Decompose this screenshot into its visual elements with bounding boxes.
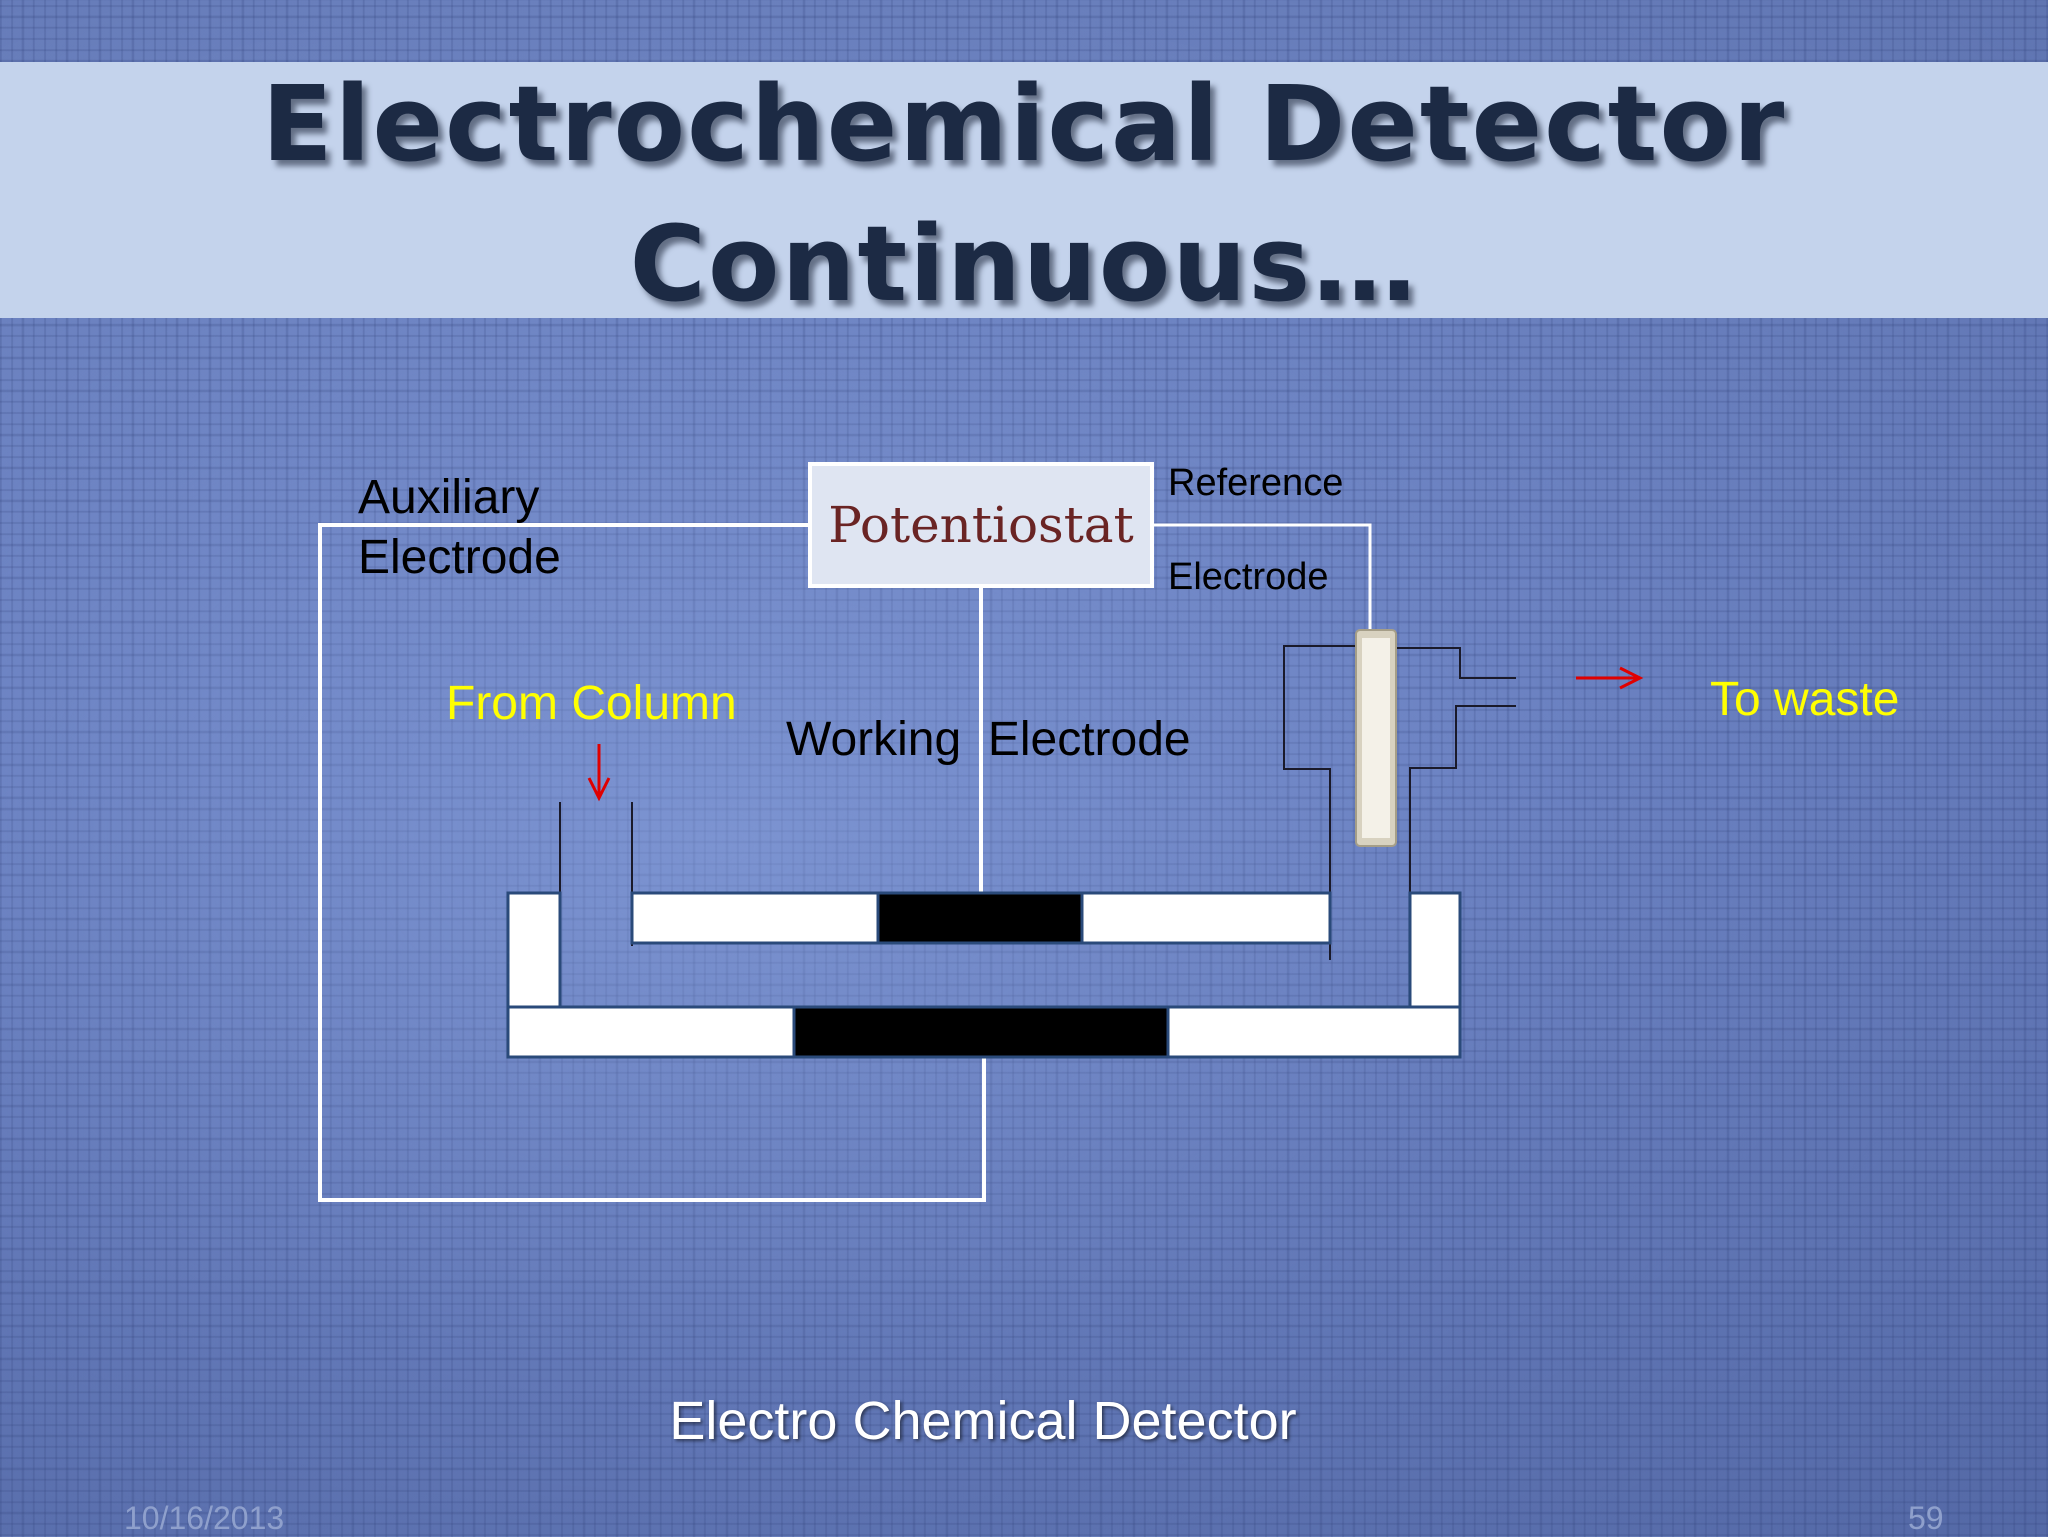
top-plate-right bbox=[1080, 891, 1332, 945]
reference-electrode-label-2: Electrode bbox=[1168, 556, 1329, 598]
outlet-channel-right bbox=[1409, 705, 1516, 1004]
auxiliary-electrode-wire bbox=[318, 523, 986, 1202]
working-electrode-block bbox=[876, 891, 1084, 945]
top-plate-left bbox=[630, 891, 880, 945]
title-band bbox=[0, 62, 2048, 318]
from-column-label: From Column bbox=[446, 677, 737, 730]
outlet-channel-left bbox=[1283, 645, 1360, 960]
slide-date: 10/16/2013 bbox=[124, 1500, 285, 1536]
working-electrode-label: Working Electrode bbox=[786, 713, 1191, 766]
slide-title-line-2: Continuous… bbox=[629, 203, 1419, 325]
reference-electrode-inner bbox=[1362, 638, 1390, 838]
slide-title-line-1: Electrochemical Detector bbox=[261, 63, 1787, 185]
cell-right-wall bbox=[1408, 891, 1462, 1009]
reference-electrode-label-1: Reference bbox=[1168, 462, 1344, 504]
auxiliary-electrode-label-1: Auxiliary bbox=[358, 471, 540, 524]
potentiostat-label: Potentiostat bbox=[828, 496, 1134, 554]
bottom-plate-right bbox=[1166, 1005, 1462, 1059]
bottom-plate-left bbox=[506, 1005, 796, 1059]
cell-left-wall bbox=[506, 891, 562, 1009]
diagram-caption: Electro Chemical Detector bbox=[669, 1391, 1297, 1451]
auxiliary-electrode-label-2: Electrode bbox=[358, 531, 561, 584]
auxiliary-electrode-block bbox=[792, 1005, 1170, 1059]
outlet-arrow-icon bbox=[1576, 666, 1644, 690]
slide-page-number: 59 bbox=[1908, 1500, 1944, 1536]
outlet-channel-top bbox=[1394, 647, 1516, 679]
to-waste-label: To waste bbox=[1710, 673, 1900, 726]
reference-electrode-wire bbox=[1154, 523, 1372, 630]
inlet-arrow-icon bbox=[587, 744, 611, 802]
potentiostat-box: Potentiostat bbox=[808, 462, 1154, 588]
